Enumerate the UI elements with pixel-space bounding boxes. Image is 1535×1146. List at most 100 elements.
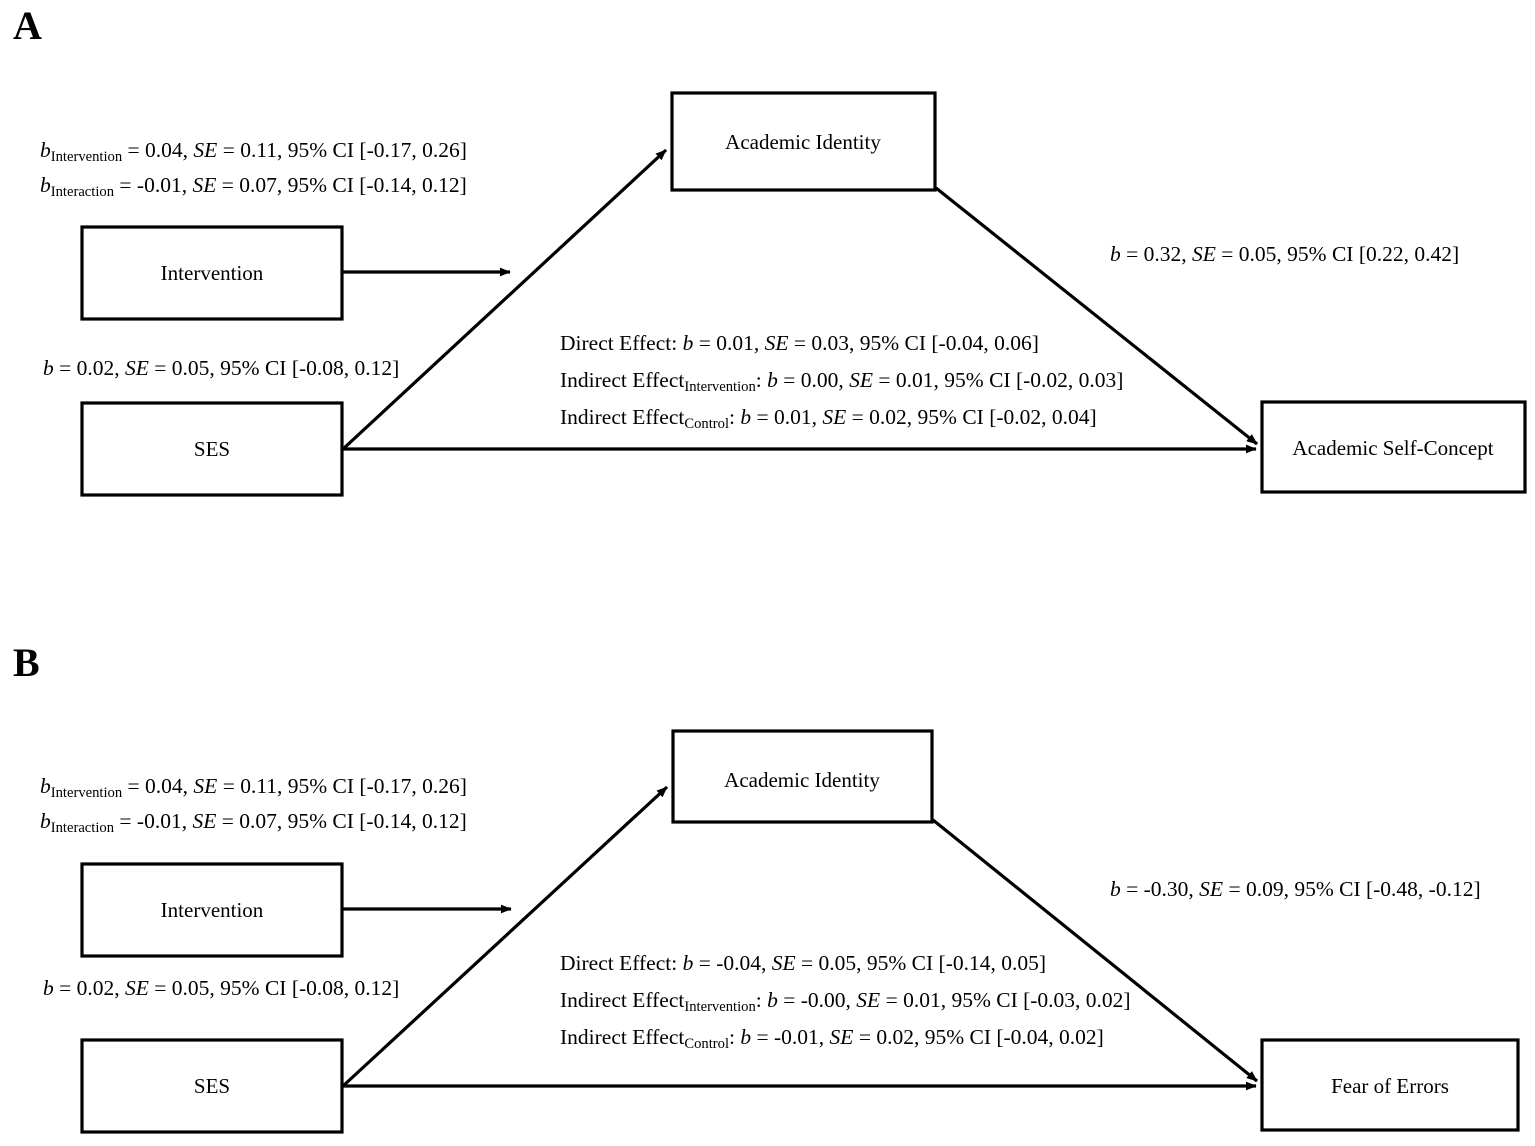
effect-label: Indirect Effect xyxy=(560,405,685,429)
path-academic-identity-to-outcome-b xyxy=(931,818,1259,1083)
se-symbol: SE xyxy=(771,951,796,975)
node-box-intervention-a xyxy=(80,225,344,321)
stat-a-path-interaction-b: bInteraction = -0.01, SE = 0.07, 95% CI … xyxy=(40,804,467,839)
panel-b-group xyxy=(80,729,1520,1134)
stat-ses-to-mediator-a: b = 0.02, SE = 0.05, 95% CI [-0.08, 0.12… xyxy=(43,351,399,386)
b-symbol: b xyxy=(682,951,694,975)
se-symbol: SE xyxy=(125,356,149,380)
stat-indirect-effect-control-b: Indirect EffectControl: b = -0.01, SE = … xyxy=(560,1019,1104,1056)
node-box-academic-identity-b xyxy=(671,729,934,824)
se-value: = 0.05, 95% CI [-0.14, 0.05] xyxy=(795,951,1047,975)
node-box-academic-self-concept-a xyxy=(1260,400,1527,494)
node-box-ses-b xyxy=(80,1038,344,1134)
node-box-ses-a xyxy=(80,401,344,497)
node-box-intervention-b xyxy=(80,862,344,958)
stat-indirect-effect-intervention-a: Indirect EffectIntervention: b = 0.00, S… xyxy=(560,362,1123,399)
effect-label: Direct Effect: xyxy=(560,951,683,975)
se-value: = 0.11, 95% CI [-0.17, 0.26] xyxy=(217,774,467,798)
b-symbol: b xyxy=(682,331,694,355)
b-subscript: Interaction xyxy=(50,184,115,201)
b-value: = -0.01, xyxy=(751,1025,830,1049)
se-value: = 0.01, 95% CI [-0.02, 0.03] xyxy=(873,368,1124,392)
node-label-fear-of-errors-b: Fear of Errors xyxy=(1331,1074,1449,1098)
colon: : xyxy=(729,405,741,429)
se-value: = 0.11, 95% CI [-0.17, 0.26] xyxy=(217,138,467,162)
panel-a-group xyxy=(80,91,1527,497)
node-label-academic-identity-a: Academic Identity xyxy=(725,130,881,154)
se-value: = 0.03, 95% CI [-0.04, 0.06] xyxy=(788,331,1039,355)
b-subscript: Intervention xyxy=(50,149,123,166)
effect-subscript: Control xyxy=(684,416,730,433)
effect-label: Indirect Effect xyxy=(560,988,685,1012)
se-value: = 0.01, 95% CI [-0.03, 0.02] xyxy=(880,988,1131,1012)
colon: : xyxy=(755,368,768,392)
stat-indirect-effect-intervention-b: Indirect EffectIntervention: b = -0.00, … xyxy=(560,982,1131,1019)
node-label-ses-a: SES xyxy=(193,437,231,461)
se-value: = 0.05, 95% CI [-0.08, 0.12] xyxy=(148,976,400,1000)
b-value: = 0.04, xyxy=(122,138,194,162)
se-value: = 0.02, 95% CI [-0.02, 0.04] xyxy=(846,405,1097,429)
b-value: = -0.01, xyxy=(114,173,193,197)
se-symbol: SE xyxy=(1199,877,1224,901)
b-value: = 0.00, xyxy=(777,368,850,392)
b-value: = 0.32, xyxy=(1120,242,1193,266)
b-symbol: b xyxy=(43,356,54,380)
se-value: = 0.07, 95% CI [-0.14, 0.12] xyxy=(216,809,467,833)
panel-label-a: A xyxy=(13,3,43,48)
path-academic-identity-to-outcome-a xyxy=(935,186,1258,446)
b-symbol: b xyxy=(40,173,51,197)
node-label-academic-identity-b: Academic Identity xyxy=(724,768,880,792)
se-value: = 0.02, 95% CI [-0.04, 0.02] xyxy=(853,1025,1104,1049)
b-symbol: b xyxy=(1110,242,1121,266)
node-label-intervention-b: Intervention xyxy=(160,898,264,922)
b-symbol: b xyxy=(40,809,51,833)
node-box-academic-identity-a xyxy=(670,91,937,192)
se-symbol: SE xyxy=(125,976,149,1000)
b-symbol: b xyxy=(740,405,752,429)
stat-direct-effect-a: Direct Effect: b = 0.01, SE = 0.03, 95% … xyxy=(560,325,1039,362)
panel-label-b: B xyxy=(13,640,41,685)
se-symbol: SE xyxy=(192,809,217,833)
effect-subscript: Control xyxy=(684,1036,730,1053)
b-subscript: Interaction xyxy=(50,820,115,837)
b-value: = 0.02, xyxy=(53,976,126,1000)
se-symbol: SE xyxy=(822,405,847,429)
effect-subscript: Intervention xyxy=(684,379,756,396)
b-subscript: Intervention xyxy=(50,785,123,802)
b-symbol: b xyxy=(767,988,778,1012)
stat-direct-effect-b: Direct Effect: b = -0.04, SE = 0.05, 95%… xyxy=(560,945,1046,982)
effect-label: Indirect Effect xyxy=(560,368,685,392)
effect-label: Indirect Effect xyxy=(560,1025,685,1049)
stat-b-path-b: b = -0.30, SE = 0.09, 95% CI [-0.48, -0.… xyxy=(1110,872,1481,907)
node-label-academic-self-concept-a: Academic Self-Concept xyxy=(1292,436,1494,460)
node-box-fear-of-errors-b xyxy=(1260,1038,1520,1132)
stat-indirect-effect-control-a: Indirect EffectControl: b = 0.01, SE = 0… xyxy=(560,399,1097,436)
stat-b-path-a: b = 0.32, SE = 0.05, 95% CI [0.22, 0.42] xyxy=(1110,237,1459,272)
se-symbol: SE xyxy=(829,1025,854,1049)
b-value: = -0.00, xyxy=(777,988,857,1012)
stat-a-path-interaction-a: bInteraction = -0.01, SE = 0.07, 95% CI … xyxy=(40,168,467,203)
stat-a-path-intervention-a: bIntervention = 0.04, SE = 0.11, 95% CI … xyxy=(40,133,467,168)
b-value: = -0.01, xyxy=(114,809,193,833)
path-ses-to-academic-identity-b xyxy=(341,785,669,1088)
b-symbol: b xyxy=(40,774,51,798)
path-ses-to-academic-identity-a xyxy=(341,148,668,451)
b-value: = -0.30, xyxy=(1120,877,1200,901)
effect-subscript: Intervention xyxy=(684,999,756,1016)
b-symbol: b xyxy=(767,368,778,392)
b-symbol: b xyxy=(740,1025,752,1049)
stat-a-path-intervention-b: bIntervention = 0.04, SE = 0.11, 95% CI … xyxy=(40,769,467,804)
b-value: = 0.01, xyxy=(751,405,823,429)
se-symbol: SE xyxy=(193,774,218,798)
se-symbol: SE xyxy=(849,368,874,392)
colon: : xyxy=(755,988,768,1012)
se-symbol: SE xyxy=(764,331,789,355)
node-label-intervention-a: Intervention xyxy=(160,261,264,285)
b-symbol: b xyxy=(43,976,54,1000)
b-symbol: b xyxy=(1110,877,1121,901)
b-value: = 0.01, xyxy=(693,331,765,355)
b-symbol: b xyxy=(40,138,51,162)
se-value: = 0.09, 95% CI [-0.48, -0.12] xyxy=(1223,877,1481,901)
se-symbol: SE xyxy=(192,173,217,197)
